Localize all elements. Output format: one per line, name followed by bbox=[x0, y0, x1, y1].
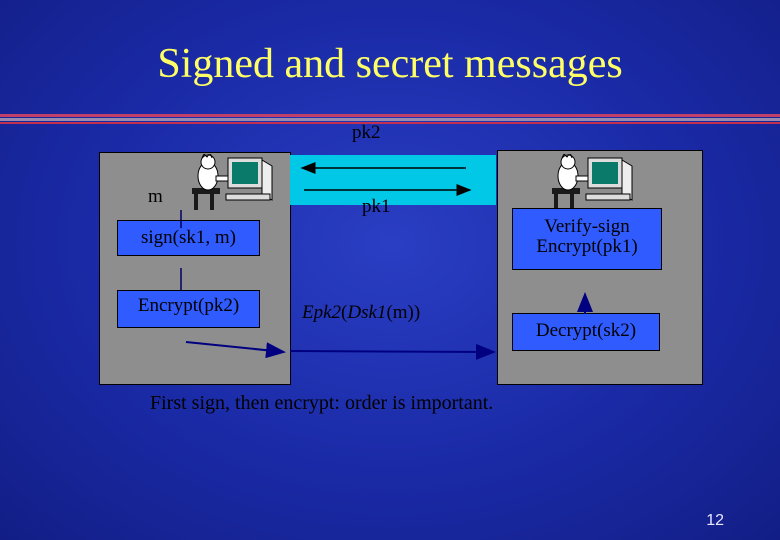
sender-person-icon bbox=[192, 154, 273, 210]
epk2-text: Epk2 bbox=[302, 302, 342, 323]
open-paren-text: ( bbox=[341, 302, 348, 323]
send-arrow-2 bbox=[289, 343, 496, 360]
sign-box: sign(sk1, m) bbox=[117, 220, 260, 256]
page-number: 12 bbox=[706, 512, 724, 529]
receiver-person-icon bbox=[552, 154, 633, 210]
verify-sign-text: Verify-sign bbox=[544, 216, 630, 237]
dsk1-text: Dsk1 bbox=[347, 302, 387, 323]
verify-encrypt-box: Verify-sign Encrypt(pk1) bbox=[512, 208, 662, 270]
send-arrow-1 bbox=[185, 341, 286, 359]
pk1-label: pk1 bbox=[362, 196, 391, 217]
title-rule-bottom bbox=[0, 122, 780, 124]
slide-title: Signed and secret messages bbox=[157, 41, 623, 87]
title-rule-middle bbox=[0, 118, 780, 121]
message-m-label: m bbox=[148, 186, 163, 207]
title-rule-top bbox=[0, 114, 780, 117]
ciphertext-label: Epk2(Dsk1(m)) bbox=[302, 302, 420, 324]
encrypt-pk1-text: Encrypt(pk1) bbox=[536, 236, 638, 257]
footnote: First sign, then encrypt: order is impor… bbox=[150, 392, 494, 414]
channel-bar bbox=[290, 155, 496, 205]
encrypt-pk2-box: Encrypt(pk2) bbox=[117, 290, 260, 328]
pk2-label: pk2 bbox=[352, 122, 381, 143]
rest-text: (m)) bbox=[386, 302, 421, 323]
